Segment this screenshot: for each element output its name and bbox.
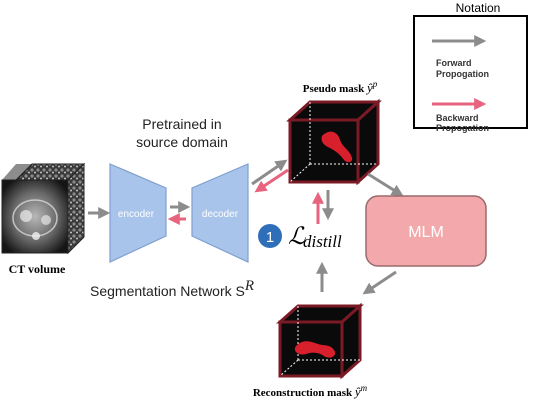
- notation-legend: Notation Forward Propogation Backward Pr…: [413, 1, 528, 133]
- caption-main-text: Segmentation Network S: [90, 283, 245, 299]
- step-number: 1: [266, 229, 274, 246]
- loss-symbol: ℒ: [288, 224, 306, 250]
- pseudo-mask-label: Pseudo mask ŷp: [303, 79, 378, 95]
- pseudo-mask-label-text: Pseudo mask: [303, 83, 367, 95]
- arrow-pseudo-to-decoder-backward: [254, 168, 289, 193]
- arrow-pseudo-to-mlm: [367, 172, 404, 197]
- ct-cube-front: [1, 179, 69, 254]
- pseudo-cube-hidden-edge-d: [289, 163, 311, 183]
- reconstruction-mask-label: Reconstruction mask ŷm: [253, 383, 368, 399]
- ct-cube-top-shade: [2, 164, 32, 180]
- legend-backward-label-1: Backward: [436, 113, 479, 123]
- reconstruction-mask-symbol: ŷ: [353, 384, 361, 399]
- arrow-mlm-to-reconstruction: [362, 270, 397, 295]
- ct-slice-kidney-right: [41, 215, 51, 225]
- ct-cube-side: [67, 162, 85, 255]
- pseudo-cube-front: [288, 118, 360, 184]
- encoder-label: encoder: [118, 209, 155, 220]
- ct-slice-spine: [32, 232, 40, 240]
- mlm-label: MLM: [408, 224, 444, 241]
- pseudo-mask-symbol: ŷ: [365, 80, 373, 95]
- legend-forward-label-2: Propogation: [436, 69, 489, 79]
- pseudo-mask-cube: [286, 98, 382, 186]
- reconstruction-mask-label-text: Reconstruction mask: [253, 387, 355, 399]
- legend-forward-label-1: Forward: [436, 58, 472, 68]
- ct-slice-kidney-left: [20, 210, 32, 222]
- legend-title: Notation: [456, 1, 501, 15]
- ct-volume-label: CT volume: [9, 262, 66, 276]
- loss-subscript: distill: [303, 232, 342, 251]
- caption-superscript: R: [244, 278, 254, 294]
- segmentation-network-caption: Segmentation Network SR: [90, 278, 254, 299]
- reconstruction-mask-shape: [294, 341, 336, 358]
- encoder-block: [109, 163, 167, 263]
- pretrained-label-2: source domain: [136, 134, 228, 150]
- pretrained-label-1: Pretrained in: [142, 116, 221, 132]
- step-number-badge: [258, 224, 282, 248]
- pseudo-mask-superscript: p: [372, 79, 378, 89]
- decoder-label: decoder: [202, 209, 239, 220]
- pseudo-mask-shape: [321, 131, 353, 163]
- mlm-block: [365, 195, 487, 267]
- reconstruction-mask-cube: [276, 302, 364, 380]
- reconstruction-cube-hidden-edge-d: [279, 359, 299, 377]
- ct-volume-cube: [1, 162, 86, 255]
- reconstruction-mask-superscript: m: [361, 383, 368, 393]
- decoder-block: [191, 163, 249, 263]
- legend-backward-label-2: Propogation: [436, 123, 489, 133]
- legend-box: [413, 15, 528, 129]
- arrow-decoder-to-pseudo: [251, 159, 288, 186]
